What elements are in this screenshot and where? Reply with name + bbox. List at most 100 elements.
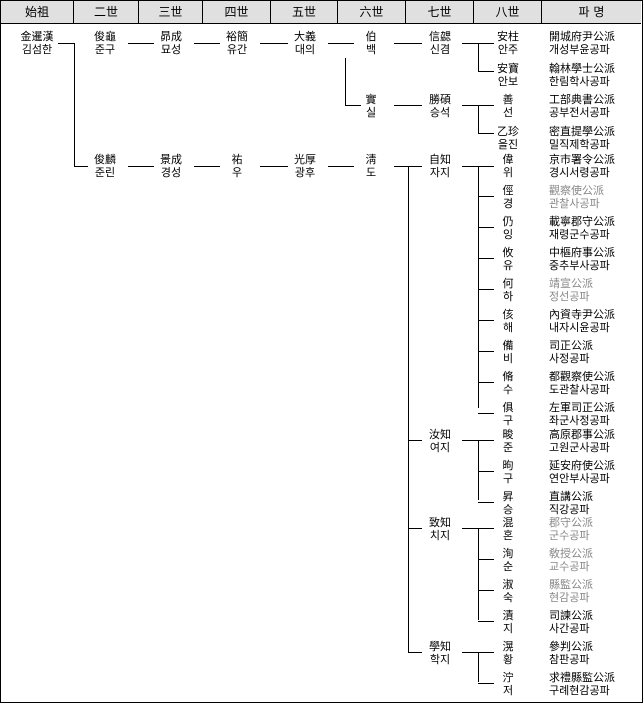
- connector: [478, 196, 494, 197]
- gen8-hanja: 脩: [502, 370, 514, 383]
- gen7-person: 致知 치지: [405, 516, 475, 542]
- header-gen8: 八世: [474, 1, 542, 23]
- connector: [478, 413, 494, 414]
- branch-hanja: 密直提學公派: [549, 125, 615, 138]
- connector: [478, 683, 494, 684]
- branch-hangul: 현감공파: [549, 591, 590, 604]
- gen4-person: 祐 우: [202, 153, 272, 179]
- gen8-hangul: 승: [502, 503, 514, 516]
- branch-hangul: 도관찰사공파: [549, 383, 610, 396]
- branch-hangul: 구례현감공파: [549, 684, 610, 697]
- branch-hangul: 사간공파: [549, 622, 590, 635]
- branch-hanja: 京市署令公派: [549, 153, 615, 166]
- connector: [478, 528, 479, 620]
- gen8-hangul: 황: [502, 653, 514, 666]
- gen5-person: 大義 대의: [270, 30, 340, 56]
- header-founder: 始祖: [1, 1, 74, 23]
- branch-hanja: 延安府使公派: [549, 459, 615, 472]
- gen8-hangul: 비: [502, 352, 514, 365]
- connector: [478, 227, 494, 228]
- connector: [478, 133, 494, 134]
- gen5-hanja: 大義: [294, 30, 316, 43]
- connector: [478, 652, 479, 682]
- gen6-hangul: 실: [365, 106, 377, 119]
- gen8-hangul: 구: [502, 472, 514, 485]
- connector: [394, 105, 422, 106]
- gen7-hanja: 勝碩: [429, 93, 451, 106]
- gen8-hanja: 仍: [502, 215, 514, 228]
- gen8-hanja: 畯: [502, 428, 514, 441]
- gen8-hanja: 洵: [502, 547, 514, 560]
- gen8-hangul: 준: [502, 441, 514, 454]
- connector: [408, 652, 422, 653]
- connector: [478, 502, 494, 503]
- gen8-hangul: 저: [502, 684, 514, 697]
- gen2-hanja: 俊麟: [94, 153, 116, 166]
- gen7-hanja: 汝知: [429, 428, 451, 441]
- gen7-person: 汝知 여지: [405, 428, 475, 454]
- founder-name: 金暹漢 김섬한: [2, 30, 72, 56]
- gen6-hanja: 伯: [365, 30, 377, 43]
- branch-hangul: 교수공파: [549, 560, 590, 573]
- gen8-hanja: 泞: [502, 671, 514, 684]
- gen8-hanja: 昇: [502, 490, 514, 503]
- gen8-hanja: 漬: [502, 609, 514, 622]
- connector: [260, 43, 288, 44]
- gen8-hangul: 혼: [502, 529, 514, 542]
- gen8-hangul: 유: [502, 259, 514, 272]
- branch-hangul: 내자시윤공파: [549, 321, 610, 334]
- connector: [478, 471, 494, 472]
- branch-hangul: 경시서령공파: [549, 166, 610, 179]
- connector: [478, 166, 479, 408]
- branch-hanja: 司正公派: [549, 339, 593, 352]
- gen8-hangul: 잉: [502, 228, 514, 241]
- connector: [408, 166, 409, 653]
- gen6-person: 伯 백: [336, 30, 406, 56]
- branch-hangul: 중추부사공파: [549, 259, 610, 272]
- branch-hangul: 참판공파: [549, 653, 590, 666]
- gen6-hangul: 도: [365, 166, 377, 179]
- gen8-hangul: 순: [502, 560, 514, 573]
- branch-hangul: 한림학사공파: [549, 75, 610, 88]
- gen8-hanja: 混: [502, 516, 514, 529]
- gen8-hangul: 하: [502, 290, 514, 303]
- connector: [394, 43, 422, 44]
- gen6-hanja: 實: [365, 93, 377, 106]
- gen8-hanja: 乙珍: [497, 125, 519, 138]
- gen8-hangul: 선: [502, 106, 514, 119]
- header-divider: [1, 23, 641, 24]
- gen2-person: 俊龜 준구: [70, 30, 140, 56]
- gen8-hangul: 숙: [502, 591, 514, 604]
- gen5-hangul: 대의: [294, 43, 316, 56]
- branch-hangul: 공부전서공파: [549, 106, 610, 119]
- gen8-hangul: 지: [502, 622, 514, 635]
- branch-hanja: 工部典書公派: [549, 93, 615, 106]
- gen8-hanja: 昫: [502, 459, 514, 472]
- gen4-hanja: 裕簡: [226, 30, 248, 43]
- gen8-hanja: 偉: [502, 153, 514, 166]
- gen8-hanja: 侅: [502, 308, 514, 321]
- gen3-hangul: 경성: [160, 166, 182, 179]
- gen2-hangul: 준린: [94, 166, 116, 179]
- gen8-hangul: 수: [502, 383, 514, 396]
- gen3-person: 景成 경성: [136, 153, 206, 179]
- branch-hangul: 재령군수공파: [549, 228, 610, 241]
- branch-hanja: 翰林學士公派: [549, 62, 615, 75]
- branch-hangul: 군수공파: [549, 529, 590, 542]
- connector: [478, 351, 494, 352]
- gen7-hangul: 학지: [429, 653, 451, 666]
